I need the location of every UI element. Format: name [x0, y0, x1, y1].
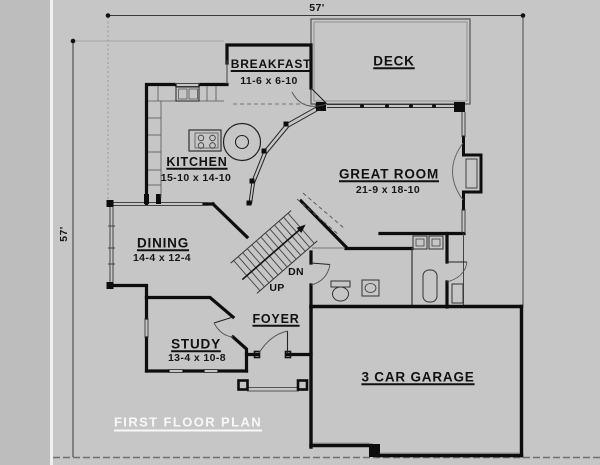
stairs-up-label: UP [269, 281, 285, 294]
great-room-label: GREAT ROOM [339, 166, 439, 182]
top-dimension-label: 57' [309, 1, 325, 14]
breakfast-size: 11-6 x 6-10 [240, 74, 298, 87]
windows-and-thin-walls [106, 60, 466, 373]
kitchen-fixtures [148, 86, 262, 198]
garage-walls [309, 304, 524, 458]
dining-size: 14-4 x 12-4 [132, 251, 192, 264]
front-porch [237, 379, 309, 392]
plan-title: FIRST FLOOR PLAN [113, 414, 263, 430]
dining-label: DINING [136, 235, 190, 251]
deck-label: DECK [373, 53, 415, 69]
study-label: STUDY [171, 336, 221, 352]
left-dimension-label: 57' [57, 226, 70, 242]
doors [213, 87, 468, 359]
breakfast-label: BREAKFAST [230, 57, 312, 71]
walls [111, 43, 483, 373]
deck-outline [310, 18, 471, 112]
garage-label: 3 CAR GARAGE [361, 369, 475, 385]
staircase [230, 192, 346, 294]
study-size: 13-4 x 10-8 [167, 351, 227, 364]
great-room-size: 21-9 x 18-10 [355, 183, 421, 196]
kitchen-size: 15-10 x 14-10 [160, 171, 232, 184]
fireplace [452, 142, 478, 201]
bath-utility-fixtures [330, 235, 464, 304]
stairs-down-label: DN [288, 265, 304, 278]
dimension-lines [70, 13, 526, 457]
foyer-label: FOYER [252, 311, 300, 326]
kitchen-label: KITCHEN [166, 154, 228, 169]
